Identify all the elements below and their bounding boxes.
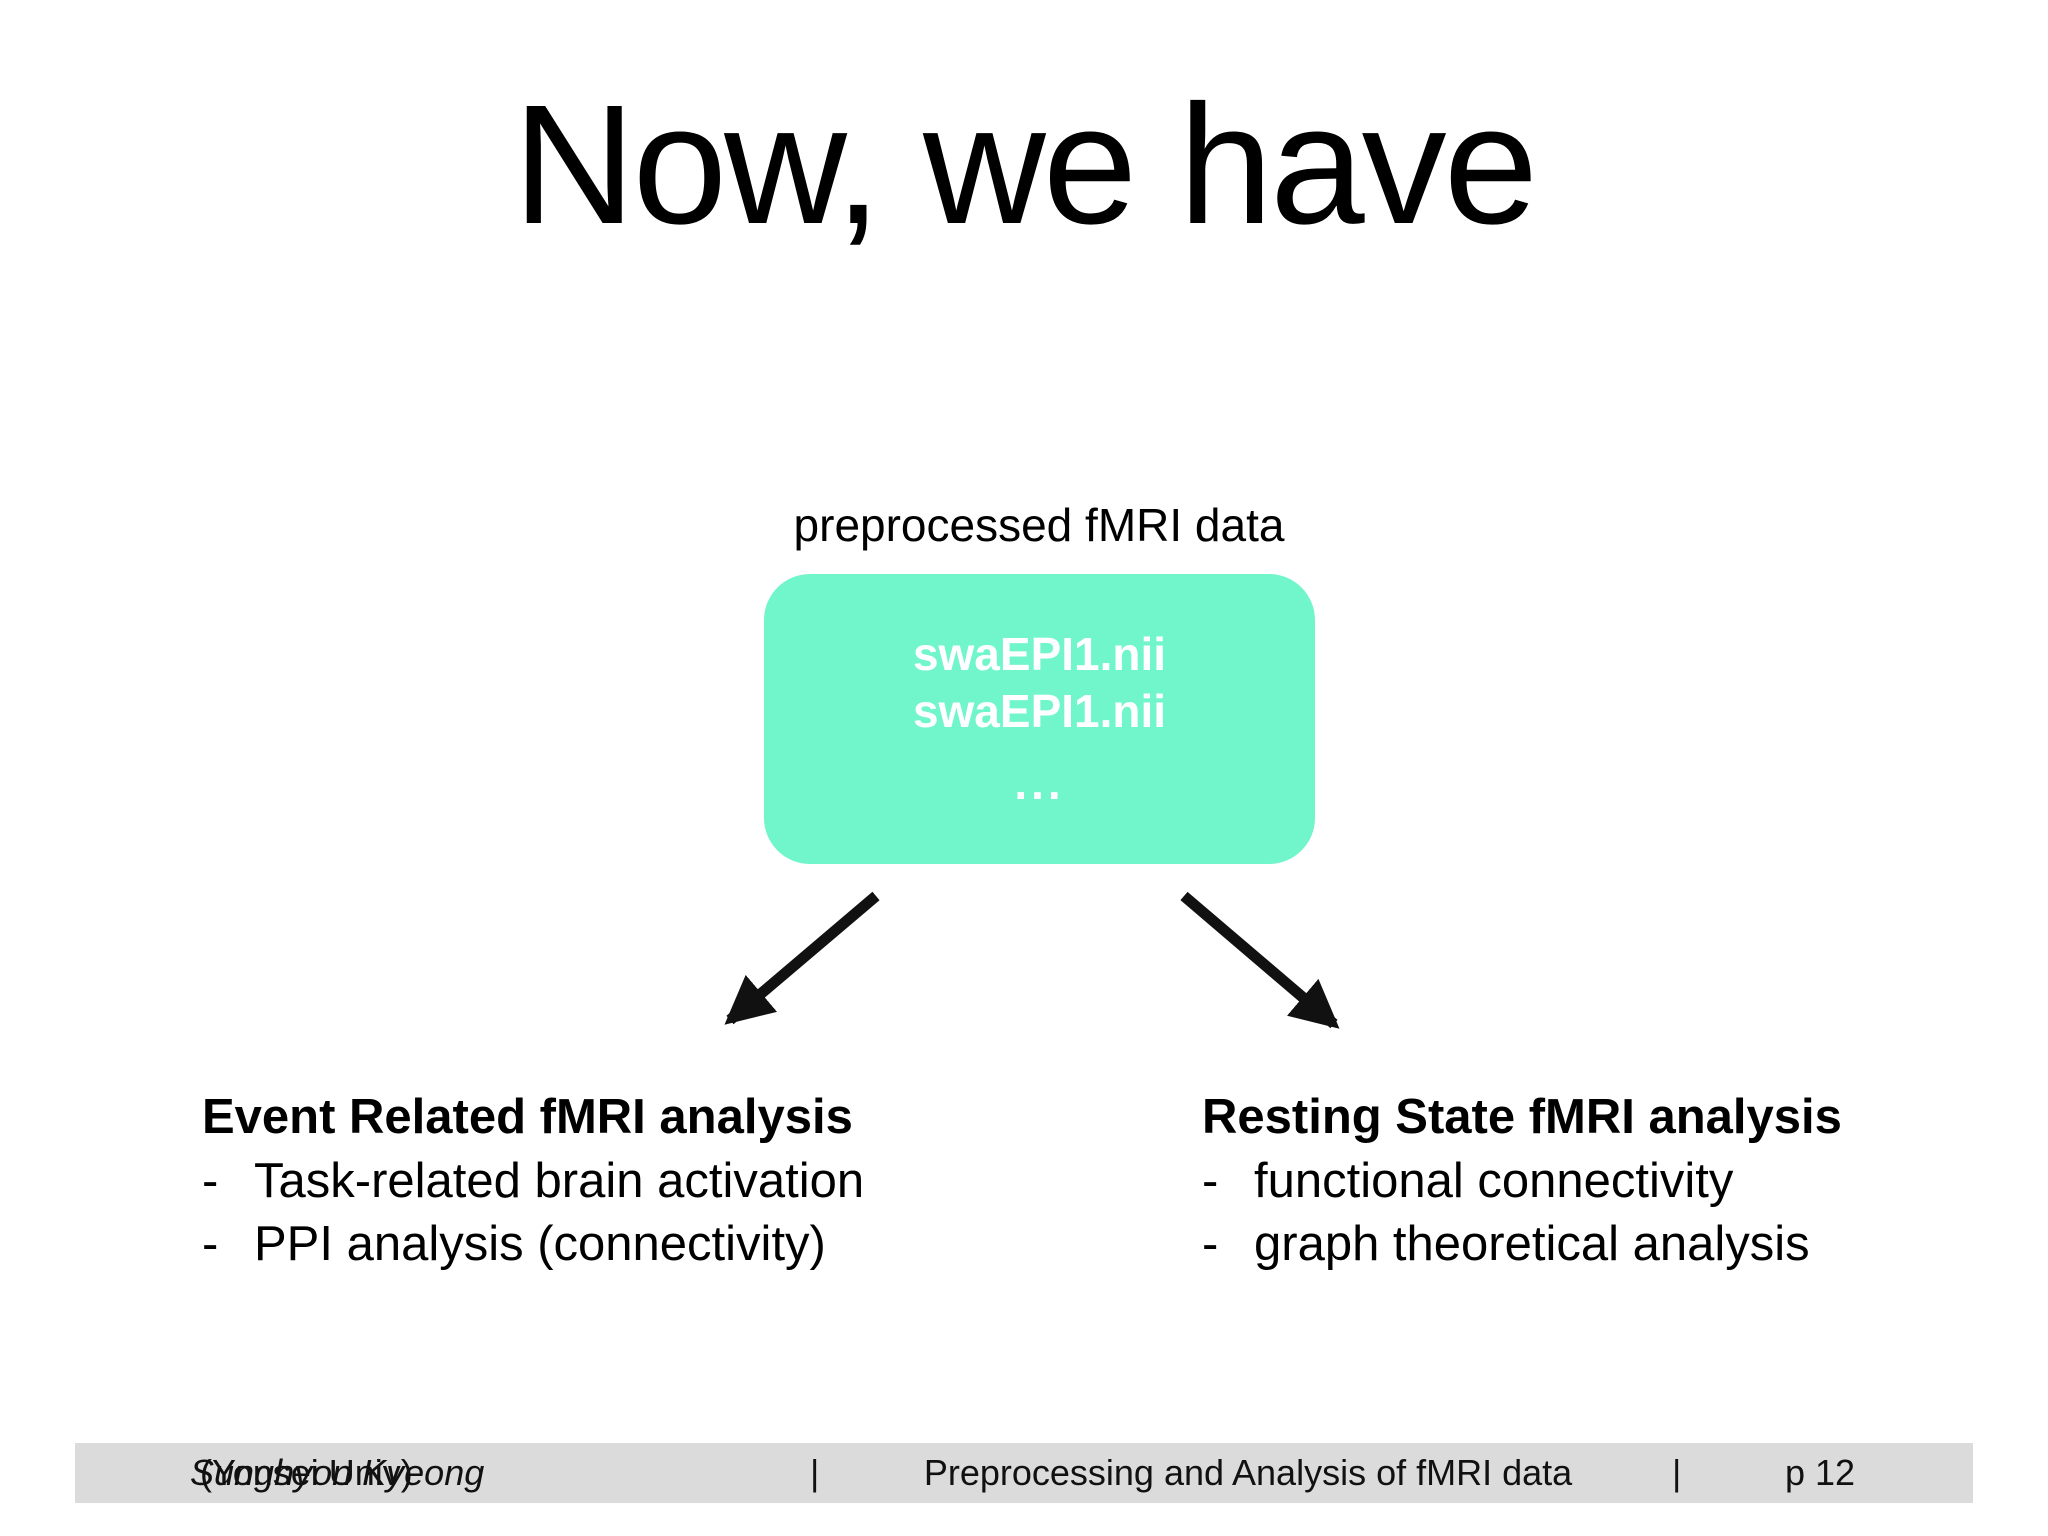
bullet-dash: - — [202, 1217, 219, 1272]
resting-state-block: Resting State fMRI analysis - functional… — [1202, 1086, 1992, 1277]
preprocessed-data-box: swaEPI1.nii swaEPI1.nii ... — [764, 574, 1315, 864]
footer-affiliation: (Yonsei Univ) — [200, 1452, 413, 1493]
bullet-item: - Task-related brain activation — [202, 1150, 992, 1214]
bullet-text: PPI analysis (connectivity) — [254, 1217, 826, 1272]
box-ellipsis: ... — [1014, 756, 1065, 809]
box-label: preprocessed fMRI data — [793, 499, 1285, 551]
bullet-dash: - — [202, 1153, 219, 1208]
bullet-dash: - — [1202, 1217, 1219, 1272]
bullet-item: - PPI analysis (connectivity) — [202, 1213, 992, 1277]
footer-deck-title: Preprocessing and Analysis of fMRI data — [923, 1452, 1573, 1493]
bullet-text: graph theoretical analysis — [1254, 1217, 1810, 1272]
bullet-text: Task-related brain activation — [254, 1153, 865, 1208]
bullet-item: - functional connectivity — [1202, 1150, 1992, 1214]
arrow-left — [724, 891, 880, 1025]
event-related-block: Event Related fMRI analysis - Task-relat… — [202, 1086, 992, 1277]
event-related-heading: Event Related fMRI analysis — [202, 1090, 853, 1144]
footer-separator: | — [810, 1452, 820, 1493]
arrow-right — [1180, 891, 1340, 1029]
bullet-item: - graph theoretical analysis — [1202, 1213, 1992, 1277]
footer-author: Sunghyon Kyeong (Yonsei Univ) — [190, 1443, 484, 1503]
box-line-2: swaEPI1.nii — [912, 685, 1167, 738]
footer-bar: Sunghyon Kyeong (Yonsei Univ) | Preproce… — [75, 1443, 1973, 1503]
footer-author-name: Sunghyon Kyeong — [190, 1452, 485, 1493]
box-line-1: swaEPI1.nii — [912, 627, 1167, 680]
footer-separator: | — [1672, 1452, 1682, 1493]
resting-state-heading: Resting State fMRI analysis — [1202, 1090, 1842, 1144]
bullet-dash: - — [1202, 1153, 1219, 1208]
footer-page-number: p 12 — [1784, 1452, 1856, 1493]
bullet-text: functional connectivity — [1254, 1153, 1734, 1208]
slide-title: Now, we have — [512, 70, 1538, 260]
